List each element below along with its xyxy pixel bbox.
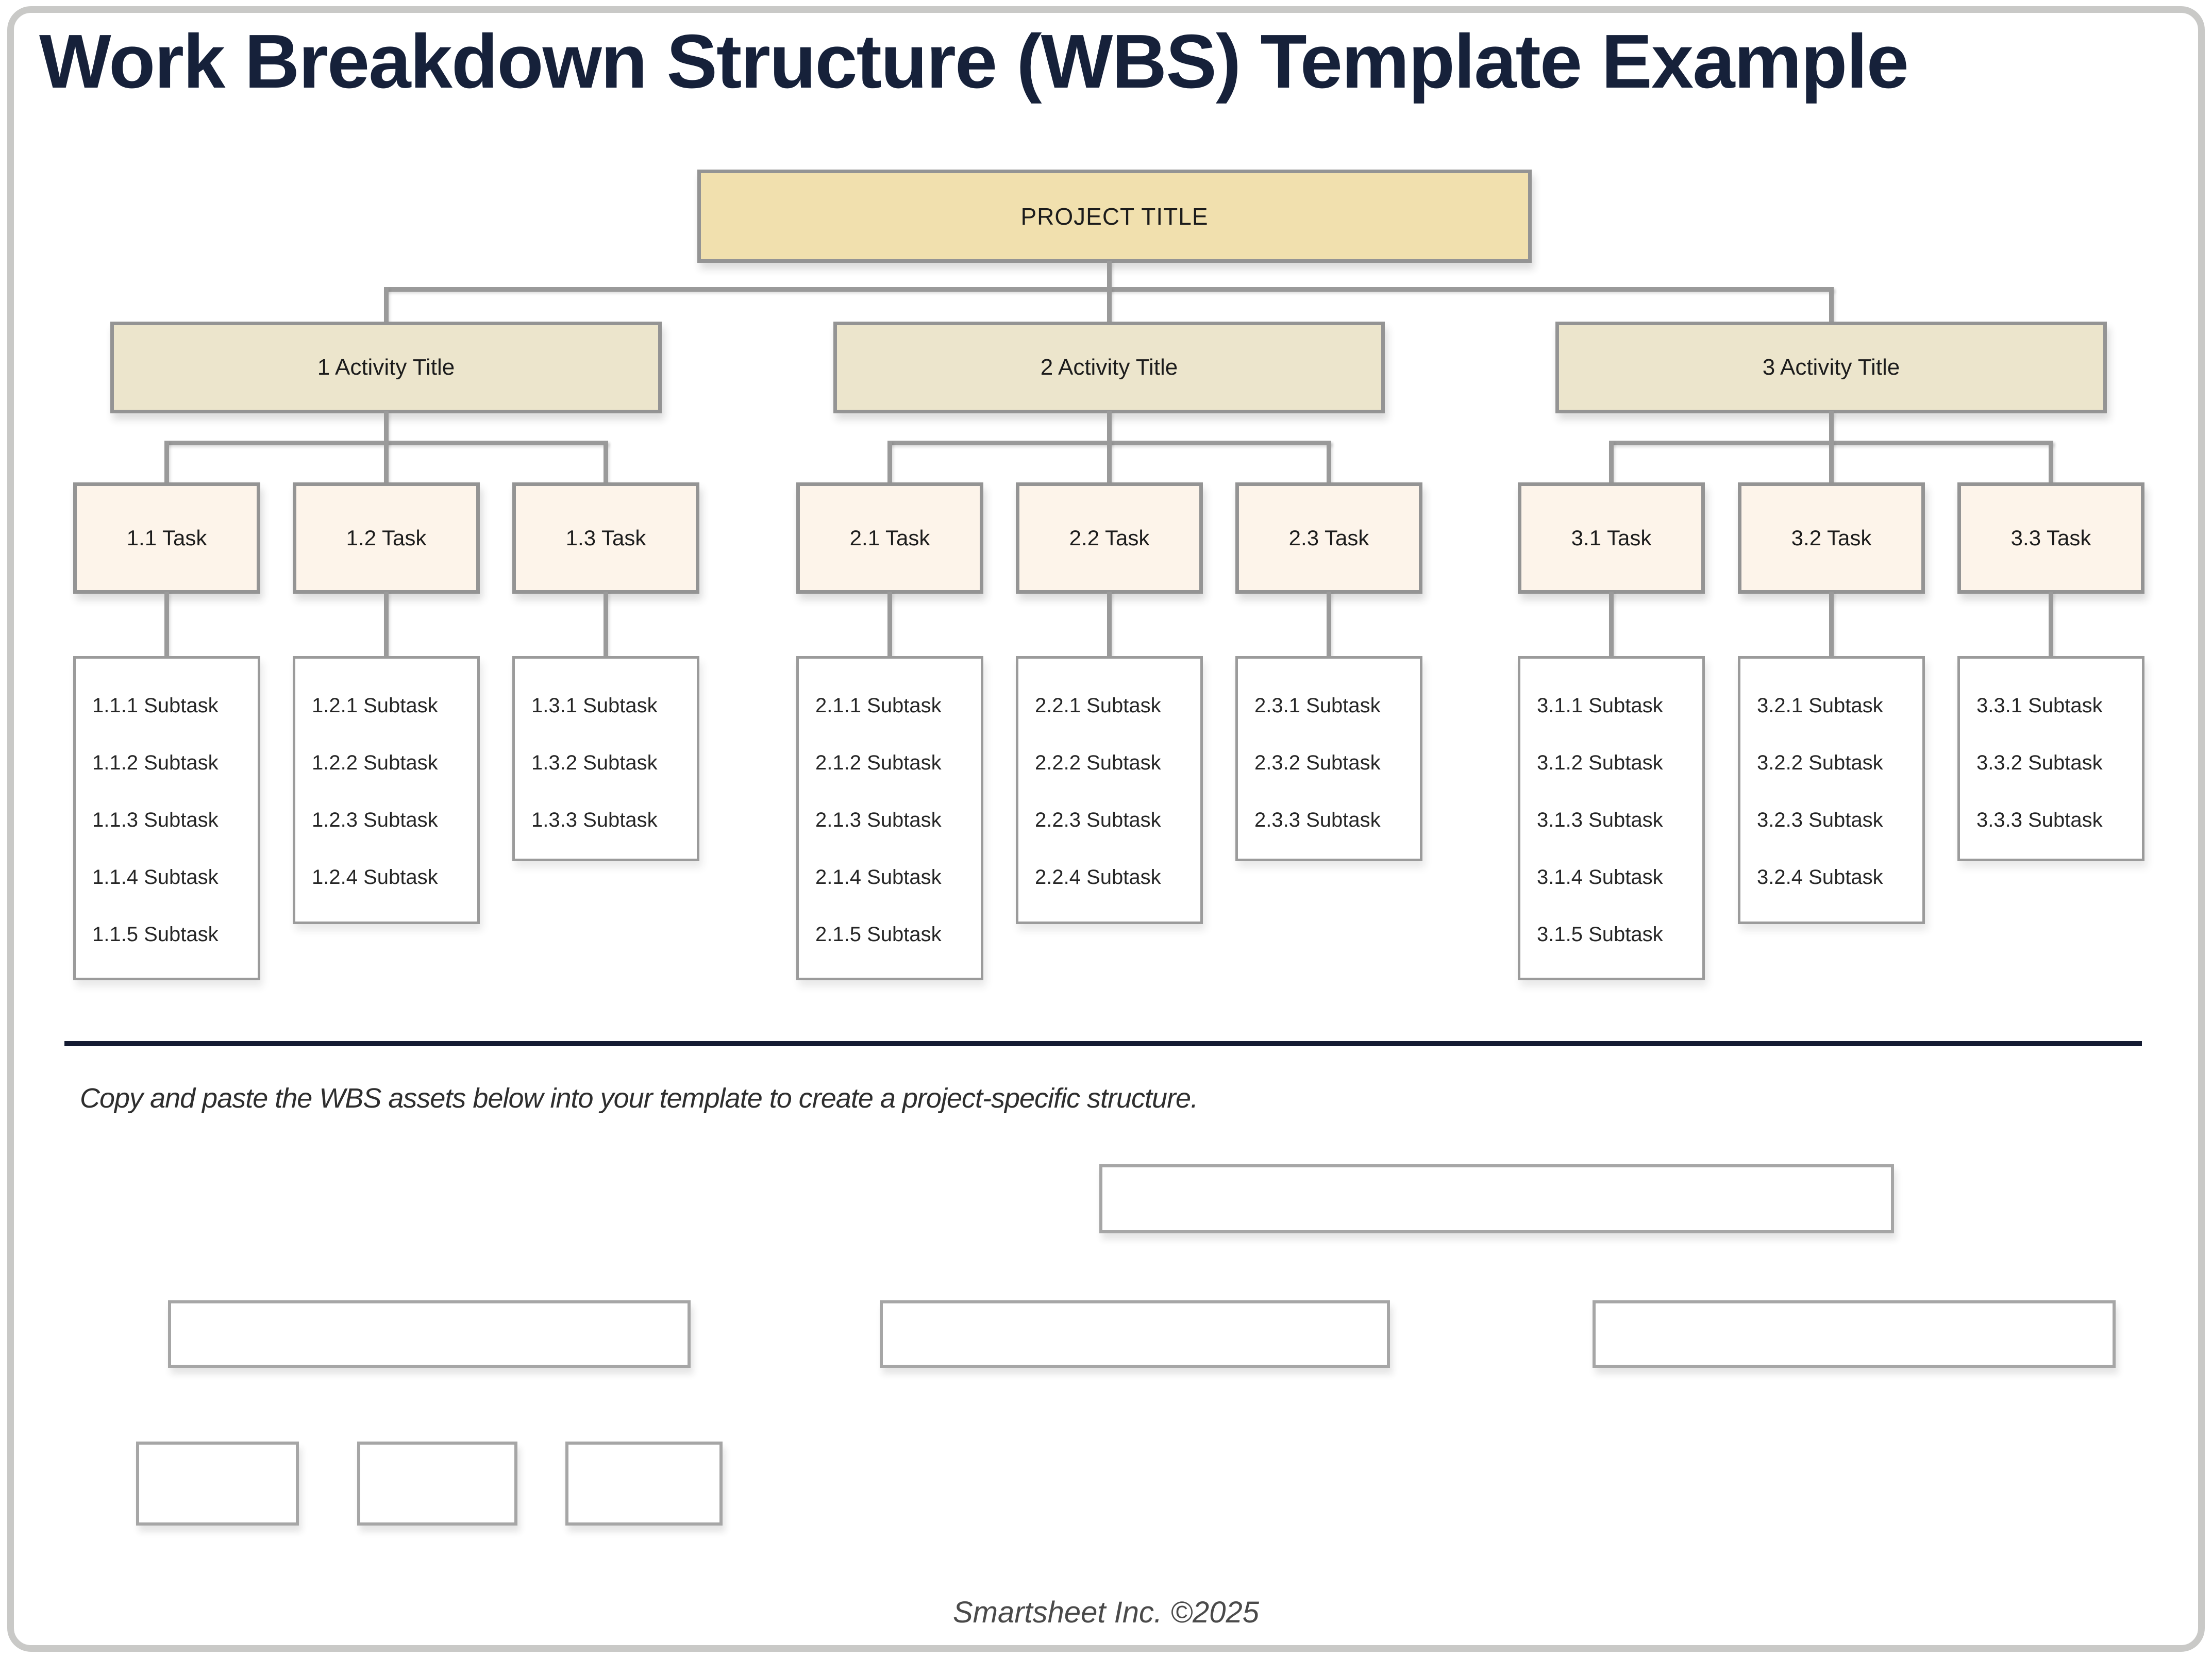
- asset-box-medium-3: [1593, 1300, 2116, 1368]
- subtask-box-1-1: 1.1.1 Subtask 1.1.2 Subtask 1.1.3 Subtas…: [73, 656, 260, 980]
- connector-project-stem: [1107, 261, 1112, 289]
- subtask-box-2-2: 2.2.1 Subtask 2.2.2 Subtask 2.2.3 Subtas…: [1016, 656, 1203, 924]
- connector-subtasks-2-1: [887, 592, 892, 658]
- subtask-item: 2.3.2 Subtask: [1254, 751, 1381, 774]
- subtask-item: 1.2.4 Subtask: [312, 866, 438, 889]
- subtask-item: 2.3.1 Subtask: [1254, 694, 1381, 717]
- connector-drop-task-1-1: [164, 441, 169, 484]
- subtask-box-3-3: 3.3.1 Subtask 3.3.2 Subtask 3.3.3 Subtas…: [1957, 656, 2144, 861]
- subtask-box-2-1: 2.1.1 Subtask 2.1.2 Subtask 2.1.3 Subtas…: [796, 656, 983, 980]
- subtask-item: 1.1.5 Subtask: [92, 923, 219, 946]
- asset-box-medium-1: [168, 1300, 691, 1368]
- subtask-item: 3.2.2 Subtask: [1757, 751, 1883, 774]
- connector-subtasks-1-2: [384, 592, 389, 658]
- connector-activity1-stem: [384, 411, 389, 443]
- task-box-1-3: 1.3 Task: [512, 482, 699, 594]
- subtask-item: 1.1.4 Subtask: [92, 866, 219, 889]
- subtask-item: 1.2.1 Subtask: [312, 694, 438, 717]
- subtask-box-2-3: 2.3.1 Subtask 2.3.2 Subtask 2.3.3 Subtas…: [1235, 656, 1422, 861]
- connector-drop-task-3-3: [2049, 441, 2053, 484]
- subtask-box-1-2: 1.2.1 Subtask 1.2.2 Subtask 1.2.3 Subtas…: [293, 656, 480, 924]
- subtask-item: 1.2.3 Subtask: [312, 809, 438, 831]
- subtask-item: 3.1.1 Subtask: [1537, 694, 1663, 717]
- subtask-item: 2.2.4 Subtask: [1035, 866, 1161, 889]
- subtask-item: 2.1.2 Subtask: [815, 751, 942, 774]
- task-box-1-1: 1.1 Task: [73, 482, 260, 594]
- connector-activity2-stem: [1107, 411, 1112, 443]
- subtask-item: 1.1.1 Subtask: [92, 694, 219, 717]
- subtask-item: 2.2.2 Subtask: [1035, 751, 1161, 774]
- asset-box-wide: [1099, 1164, 1894, 1233]
- subtask-box-3-2: 3.2.1 Subtask 3.2.2 Subtask 3.2.3 Subtas…: [1738, 656, 1925, 924]
- subtask-box-1-3: 1.3.1 Subtask 1.3.2 Subtask 1.3.3 Subtas…: [512, 656, 699, 861]
- activity-box-2: 2 Activity Title: [833, 322, 1385, 413]
- task-box-3-1: 3.1 Task: [1518, 482, 1705, 594]
- subtask-item: 2.3.3 Subtask: [1254, 809, 1381, 831]
- subtask-item: 3.1.2 Subtask: [1537, 751, 1663, 774]
- connector-drop-activity-3: [1829, 287, 1834, 324]
- asset-box-small-3: [565, 1442, 723, 1526]
- subtask-item: 2.2.1 Subtask: [1035, 694, 1161, 717]
- activity-box-3: 3 Activity Title: [1555, 322, 2107, 413]
- asset-box-medium-2: [880, 1300, 1390, 1368]
- connector-subtasks-2-2: [1107, 592, 1112, 658]
- page-title: Work Breakdown Structure (WBS) Template …: [39, 19, 1909, 104]
- subtask-item: 3.1.3 Subtask: [1537, 809, 1663, 831]
- connector-subtasks-1-3: [604, 592, 608, 658]
- subtask-item: 1.3.2 Subtask: [531, 751, 658, 774]
- subtask-item: 3.1.5 Subtask: [1537, 923, 1663, 946]
- connector-drop-task-3-2: [1829, 441, 1834, 484]
- instruction-note: Copy and paste the WBS assets below into…: [80, 1083, 1198, 1114]
- connector-subtasks-1-1: [164, 592, 169, 658]
- subtask-item: 3.2.4 Subtask: [1757, 866, 1883, 889]
- connector-subtasks-3-1: [1609, 592, 1614, 658]
- connector-drop-activity-2: [1107, 287, 1112, 324]
- task-box-3-3: 3.3 Task: [1957, 482, 2144, 594]
- subtask-item: 2.1.1 Subtask: [815, 694, 942, 717]
- connector-subtasks-3-2: [1829, 592, 1834, 658]
- task-box-2-1: 2.1 Task: [796, 482, 983, 594]
- subtask-item: 1.3.1 Subtask: [531, 694, 658, 717]
- subtask-item: 1.1.2 Subtask: [92, 751, 219, 774]
- task-box-3-2: 3.2 Task: [1738, 482, 1925, 594]
- connector-activity3-stem: [1829, 411, 1834, 443]
- asset-box-small-2: [357, 1442, 517, 1526]
- connector-drop-task-1-3: [604, 441, 608, 484]
- subtask-item: 1.3.3 Subtask: [531, 809, 658, 831]
- subtask-item: 2.1.3 Subtask: [815, 809, 942, 831]
- connector-drop-task-2-1: [887, 441, 892, 484]
- connector-drop-task-1-2: [384, 441, 389, 484]
- connector-drop-activity-1: [384, 287, 389, 324]
- subtask-item: 3.2.3 Subtask: [1757, 809, 1883, 831]
- connector-drop-task-2-3: [1327, 441, 1331, 484]
- activity-box-1: 1 Activity Title: [110, 322, 662, 413]
- subtask-item: 3.3.1 Subtask: [1976, 694, 2103, 717]
- subtask-item: 3.3.3 Subtask: [1976, 809, 2103, 831]
- task-box-1-2: 1.2 Task: [293, 482, 480, 594]
- connector-subtasks-2-3: [1327, 592, 1331, 658]
- subtask-item: 3.1.4 Subtask: [1537, 866, 1663, 889]
- subtask-item: 3.3.2 Subtask: [1976, 751, 2103, 774]
- project-title-box: PROJECT TITLE: [697, 170, 1532, 263]
- connector-drop-task-2-2: [1107, 441, 1112, 484]
- section-divider: [64, 1041, 2142, 1046]
- subtask-item: 1.1.3 Subtask: [92, 809, 219, 831]
- subtask-box-3-1: 3.1.1 Subtask 3.1.2 Subtask 3.1.3 Subtas…: [1518, 656, 1705, 980]
- task-box-2-3: 2.3 Task: [1235, 482, 1422, 594]
- asset-box-small-1: [136, 1442, 299, 1526]
- task-box-2-2: 2.2 Task: [1016, 482, 1203, 594]
- connector-drop-task-3-1: [1609, 441, 1614, 484]
- connector-subtasks-3-3: [2049, 592, 2053, 658]
- subtask-item: 2.1.5 Subtask: [815, 923, 942, 946]
- subtask-item: 3.2.1 Subtask: [1757, 694, 1883, 717]
- subtask-item: 2.1.4 Subtask: [815, 866, 942, 889]
- copyright-footer: Smartsheet Inc. ©2025: [952, 1596, 1260, 1629]
- subtask-item: 1.2.2 Subtask: [312, 751, 438, 774]
- subtask-item: 2.2.3 Subtask: [1035, 809, 1161, 831]
